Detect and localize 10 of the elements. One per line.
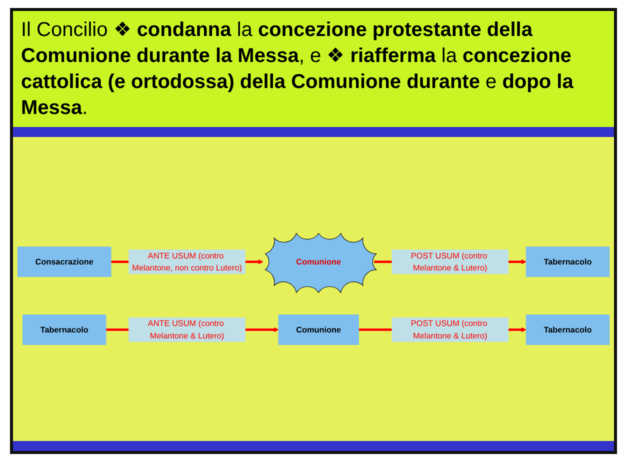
node-box: Tabernacolo (526, 246, 610, 277)
edge-label: POST USUM (contro Melantone & Lutero) (410, 318, 488, 340)
edge-label: ANTE USUM (contro Melantone, non contro Lutero) (132, 250, 242, 272)
node-box: Tabernacolo (22, 314, 106, 345)
title: Il Concilio ❖ condanna la concezione protestante della Comunione durante la Messa, e ❖ riafferma la concezione cattolica (e ortodossa) della Comunione durante e dopo la Messa. (13, 11, 614, 137)
edge-label: POST USUM (contro Melantone & Lutero) (410, 250, 488, 272)
node-box: Tabernacolo (526, 314, 610, 345)
node-box: Comunione (278, 314, 359, 345)
node-box: Consacrazione (17, 246, 112, 277)
edge-label: ANTE USUM (contro Melantone & Lutero) (148, 318, 224, 340)
